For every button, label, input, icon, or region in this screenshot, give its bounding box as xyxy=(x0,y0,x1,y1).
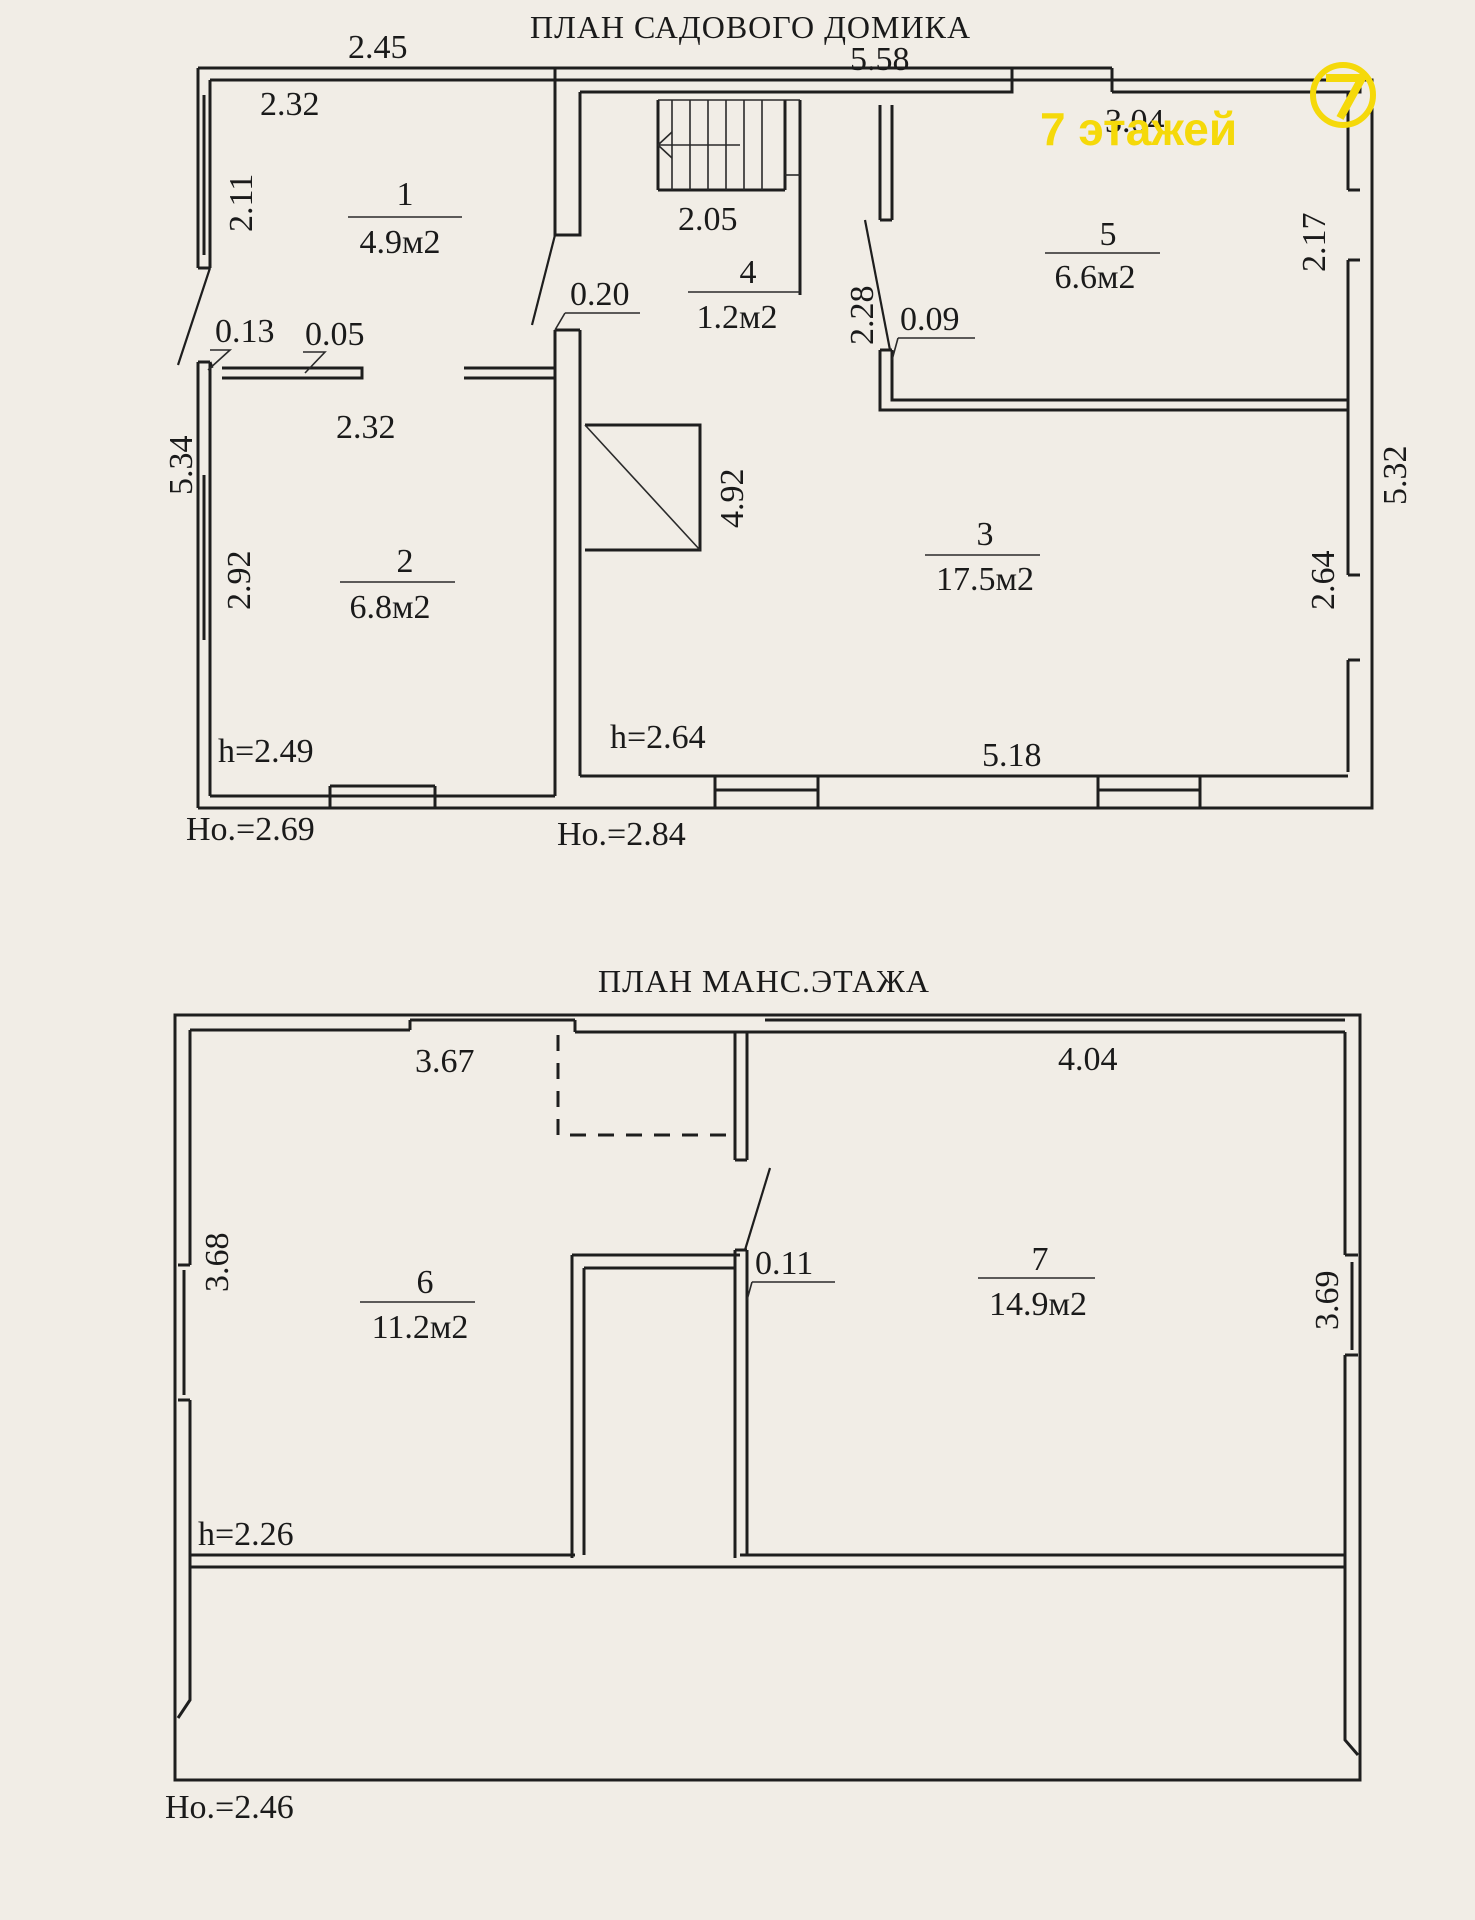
dim-2-32-mid: 2.32 xyxy=(336,409,396,446)
room-3-number: 3 xyxy=(977,516,994,553)
height-room-6: h=2.26 xyxy=(198,1516,294,1553)
ground-internal-walls xyxy=(208,80,1348,796)
room-7-area: 14.9м2 xyxy=(989,1286,1087,1323)
dim-0-05: 0.05 xyxy=(305,316,365,353)
dim-5-34: 5.34 xyxy=(163,436,200,496)
dim-2-45: 2.45 xyxy=(348,29,408,66)
attic-internal-walls xyxy=(556,1032,772,1558)
room-5-area: 6.6м2 xyxy=(1054,259,1135,296)
room-1-number: 1 xyxy=(397,176,414,213)
dim-0-20: 0.20 xyxy=(570,276,630,313)
room-3-area: 17.5м2 xyxy=(936,561,1034,598)
dim-4-92: 4.92 xyxy=(714,469,751,529)
outer-height-attic: Ho.=2.46 xyxy=(165,1789,294,1826)
room-6-number: 6 xyxy=(417,1264,434,1301)
outer-height-right: Ho.=2.84 xyxy=(557,816,686,853)
ground-floor-title: ПЛАН САДОВОГО ДОМИКА xyxy=(530,9,971,45)
dim-5-58: 5.58 xyxy=(850,41,910,78)
watermark-text: 7 этажей xyxy=(1040,103,1237,155)
room-4-area: 1.2м2 xyxy=(696,299,777,336)
watermark: 7 этажей xyxy=(1040,62,1376,155)
room-2-area: 6.8м2 xyxy=(349,589,430,626)
attic-floor-plan: ПЛАН МАНС.ЭТАЖА 6 11.2м2 xyxy=(165,963,1362,1826)
ground-dimensions: 2.45 5.58 2.32 2.11 0.13 0.05 2.32 0.20 … xyxy=(163,29,1414,853)
room-6-area: 11.2м2 xyxy=(372,1309,469,1346)
room-2-number: 2 xyxy=(397,543,414,580)
room-1-area: 4.9м2 xyxy=(359,224,440,261)
height-room-2: h=2.49 xyxy=(218,733,314,770)
dim-2-28: 2.28 xyxy=(844,286,881,346)
height-room-3: h=2.64 xyxy=(610,719,706,756)
dim-0-09: 0.09 xyxy=(900,301,960,338)
attic-floor-title: ПЛАН МАНС.ЭТАЖА xyxy=(598,963,930,999)
dim-3-67: 3.67 xyxy=(415,1043,475,1080)
attic-dimensions: 3.67 4.04 3.68 0.11 3.69 h=2.26 Ho.=2.46 xyxy=(165,1041,1346,1826)
attic-outer-walls xyxy=(173,1013,1362,1782)
room-4-number: 4 xyxy=(740,254,757,291)
dim-2-05: 2.05 xyxy=(678,201,738,238)
room-7-number: 7 xyxy=(1032,1241,1049,1278)
dim-5-18: 5.18 xyxy=(982,737,1042,774)
dim-3-04: 3.04 xyxy=(1105,103,1165,140)
outer-height-left: Ho.=2.69 xyxy=(186,811,315,848)
dim-2-11: 2.11 xyxy=(223,174,260,232)
dim-5-32: 5.32 xyxy=(1377,446,1414,506)
ground-floor-plan: ПЛАН САДОВОГО ДОМИКА xyxy=(163,9,1414,853)
dim-0-11: 0.11 xyxy=(755,1245,813,1282)
dim-2-92: 2.92 xyxy=(221,551,258,611)
dim-2-32-top: 2.32 xyxy=(260,86,320,123)
ground-outer-walls xyxy=(176,66,1374,810)
dim-0-13: 0.13 xyxy=(215,313,275,350)
attic-room-labels: 6 11.2м2 7 14.9м2 xyxy=(360,1241,1095,1346)
dim-3-69: 3.69 xyxy=(1309,1271,1346,1331)
seven-logo-icon xyxy=(1310,62,1376,128)
room-5-number: 5 xyxy=(1100,216,1117,253)
ground-room-labels: 1 4.9м2 2 6.8м2 3 17.5м2 4 1.2м2 5 6.6м2 xyxy=(340,176,1160,626)
dim-3-68: 3.68 xyxy=(199,1233,236,1293)
dim-2-17: 2.17 xyxy=(1296,213,1333,273)
dim-2-64: 2.64 xyxy=(1305,551,1342,611)
dim-4-04: 4.04 xyxy=(1058,1041,1118,1078)
